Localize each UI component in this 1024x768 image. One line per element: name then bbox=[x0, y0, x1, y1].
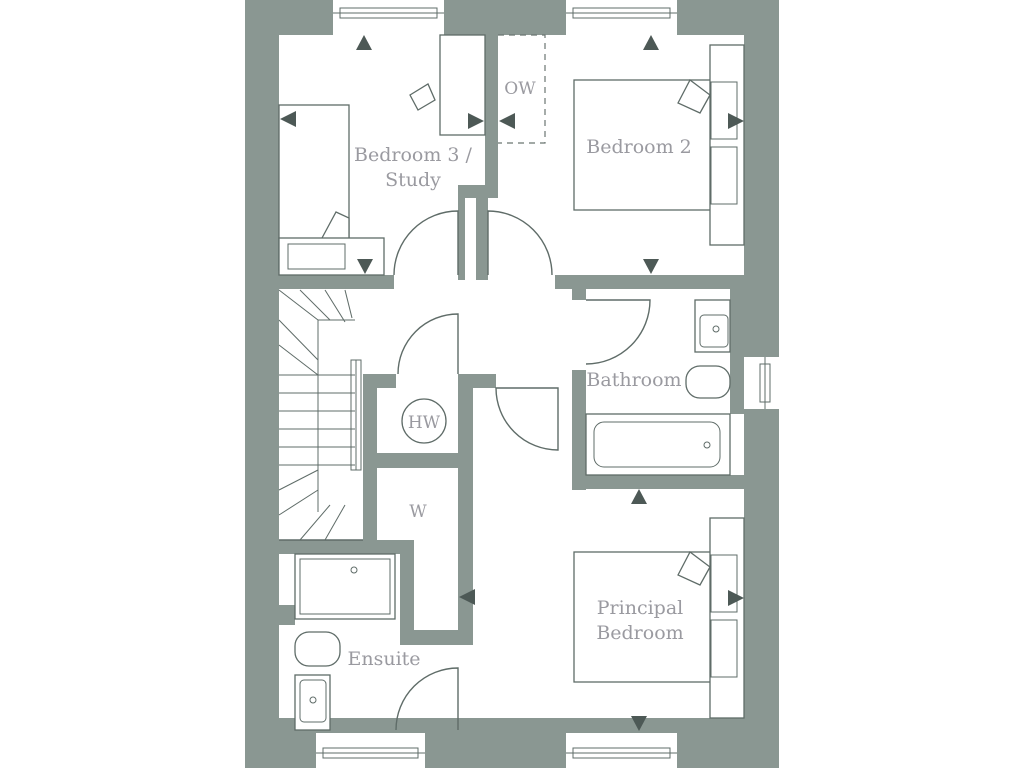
bedroom3-label-line1: Bedroom 3 / bbox=[354, 144, 473, 166]
staircase bbox=[278, 289, 363, 541]
principal-bedroom-label-line2: Bedroom bbox=[596, 622, 683, 644]
triangle-arrow-icon bbox=[499, 113, 515, 129]
ensuite-label: Ensuite bbox=[347, 648, 420, 670]
bedroom3-label-line2: Study bbox=[385, 169, 441, 191]
hw-label: HW bbox=[408, 413, 441, 433]
bedroom2-label: Bedroom 2 bbox=[586, 136, 691, 158]
triangle-arrow-icon bbox=[643, 35, 659, 50]
triangle-arrow-icon bbox=[631, 716, 647, 731]
bathroom-label: Bathroom bbox=[586, 369, 681, 391]
bedroom2-furniture bbox=[498, 34, 745, 246]
doors bbox=[393, 210, 651, 731]
triangle-arrow-icon bbox=[643, 259, 659, 274]
triangle-arrow-icon bbox=[357, 259, 373, 274]
direction-markers bbox=[280, 35, 744, 731]
triangle-arrow-icon bbox=[280, 111, 296, 127]
overhead-wardrobe-label: OW bbox=[504, 79, 536, 99]
triangle-arrow-icon bbox=[356, 35, 372, 50]
wardrobe-label: W bbox=[409, 502, 427, 522]
bathroom-fixtures bbox=[585, 299, 731, 476]
triangle-arrow-icon bbox=[459, 589, 475, 605]
room-labels: Bedroom 3 / Study Bedroom 2 OW Bathroom … bbox=[347, 79, 691, 670]
triangle-arrow-icon bbox=[631, 489, 647, 504]
hot-water-cylinder: HW bbox=[401, 398, 447, 444]
triangle-arrow-icon bbox=[728, 113, 744, 129]
triangle-arrow-icon bbox=[468, 113, 484, 129]
triangle-arrow-icon bbox=[728, 590, 744, 606]
ensuite-fixtures bbox=[294, 553, 396, 731]
principal-bedroom-label-line1: Principal bbox=[597, 597, 683, 619]
windows bbox=[316, 0, 779, 768]
principal-bedroom-furniture bbox=[573, 517, 745, 719]
